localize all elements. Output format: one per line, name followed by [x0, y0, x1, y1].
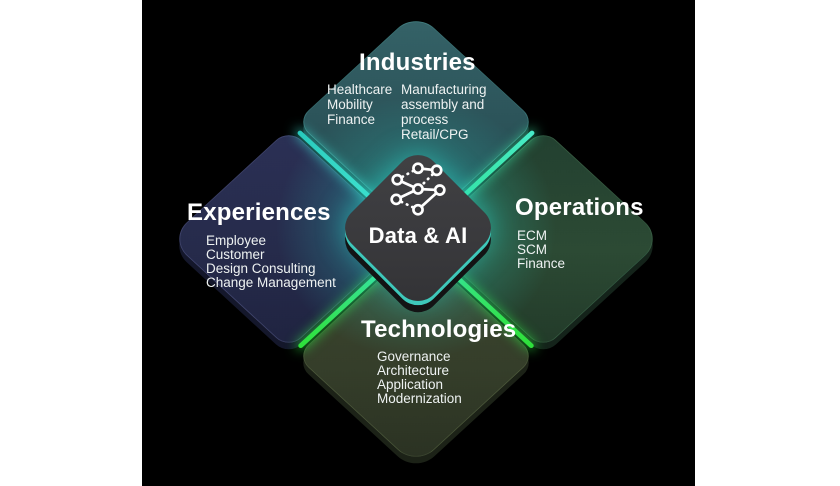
experiences-block: Experiences Employee Customer Design Con… [187, 199, 336, 290]
list-item: Finance [327, 112, 376, 127]
industries-lists: Healthcare Mobility Finance Manufacturin… [327, 82, 533, 142]
technologies-block: Technologies Governance Architecture App… [361, 316, 516, 406]
list-item: Governance [377, 349, 451, 364]
industries-title: Industries [359, 49, 476, 76]
list-item: Healthcare [327, 82, 393, 97]
list-item: Employee [206, 233, 267, 248]
list-item: Application [377, 377, 444, 392]
data-ai-content: Data & AI [356, 162, 480, 249]
experiences-title: Experiences [187, 199, 331, 226]
technologies-title: Technologies [361, 316, 517, 343]
diagram-canvas: Data & AI Industries Healthcare Mobility… [142, 0, 695, 486]
industries-list-col2: Manufacturing assembly and process Retai… [401, 82, 533, 142]
list-item: SCM [517, 242, 547, 257]
experiences-list: Employee Customer Design Consulting Chan… [206, 234, 336, 290]
list-item: Architecture [377, 363, 450, 378]
technologies-list: Governance Architecture Application Mode… [377, 350, 516, 406]
operations-title: Operations [515, 194, 644, 221]
list-item: Modernization [377, 391, 462, 406]
operations-list: ECM SCM Finance [517, 229, 644, 271]
list-item: Change Management [206, 275, 336, 290]
industries-list-col1: Healthcare Mobility Finance [327, 82, 393, 142]
list-item: ECM [517, 228, 547, 243]
list-item: Manufacturing assembly and process [401, 82, 487, 127]
list-item: Design Consulting [206, 261, 316, 276]
data-network-icon [390, 162, 446, 216]
list-item: Mobility [327, 97, 373, 112]
list-item: Retail/CPG [401, 127, 469, 142]
data-ai-title: Data & AI [368, 223, 468, 248]
list-item: Finance [517, 256, 566, 271]
list-item: Customer [206, 247, 265, 262]
operations-block: Operations ECM SCM Finance [515, 194, 644, 271]
industries-block: Industries Healthcare Mobility Finance M… [327, 49, 533, 142]
